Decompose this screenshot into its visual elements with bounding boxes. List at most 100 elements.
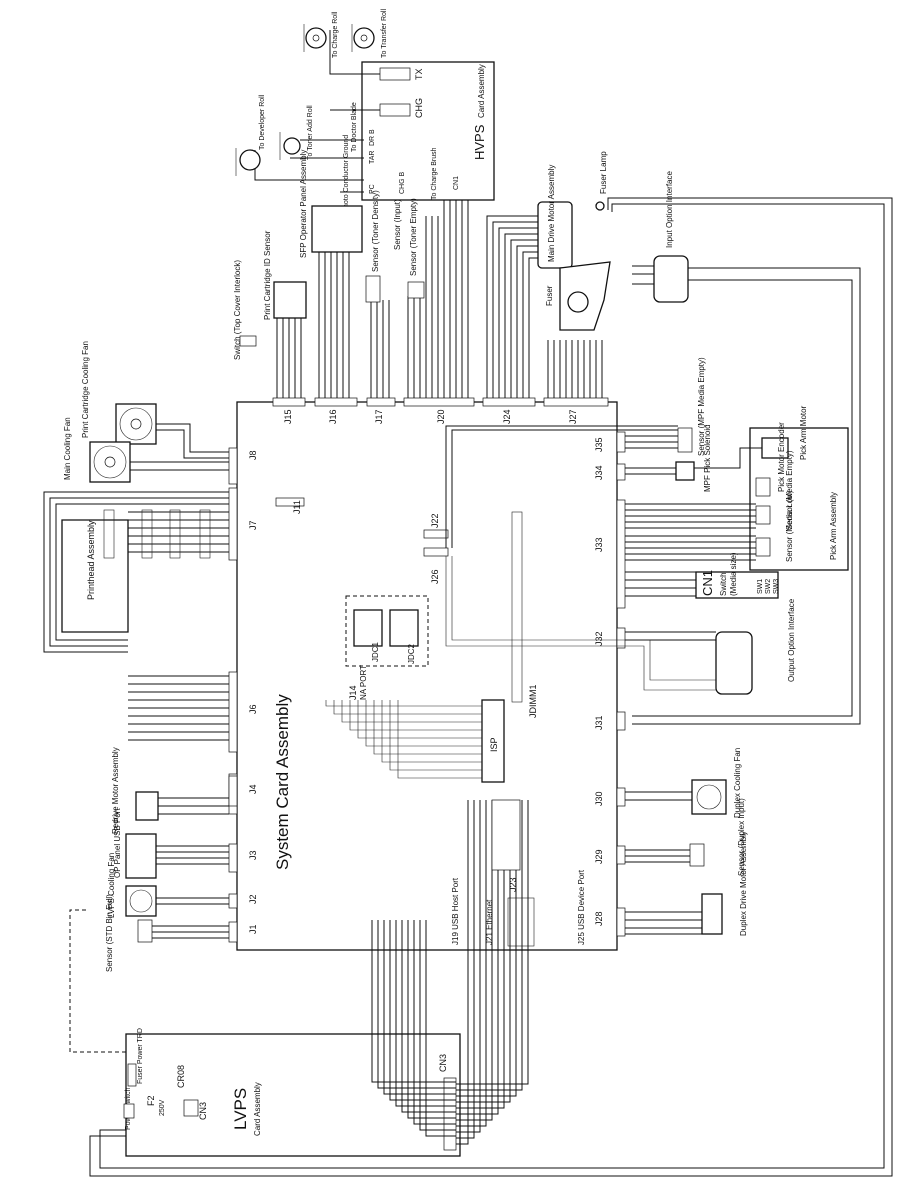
svg-text:J1: J1 — [248, 924, 258, 934]
input-option-interface — [653, 255, 689, 303]
print-cartridge-id-sensor — [273, 281, 307, 319]
svg-text:J30: J30 — [594, 791, 604, 806]
svg-text:J35: J35 — [594, 437, 604, 452]
fuser-lamp — [595, 201, 605, 211]
redrive-motor-label: Redrive Motor Assembly — [111, 747, 120, 834]
hvps-pc-label: PC — [369, 184, 376, 194]
j11-connector: J11 — [275, 497, 305, 514]
top-cover-switch — [239, 335, 257, 347]
op-panel-usb-port — [125, 833, 157, 879]
toner-add-roll-label: To Toner Add Roll — [307, 105, 314, 160]
hvps-dr-label: DR B — [369, 129, 376, 146]
lvps-cn3b-connector — [443, 1077, 457, 1151]
svg-text:J29: J29 — [594, 849, 604, 864]
pick-arm-assembly-label: Pick Arm Assembly — [829, 492, 838, 560]
sensor-mpf-label: Sensor (MPF Media Empty) — [697, 357, 706, 456]
svg-text:J34: J34 — [594, 465, 604, 480]
duplex-motor-label: Duplex Drive Motor Assembly — [739, 831, 748, 936]
pick-motor-encoder-label: Pick Motor Encoder — [777, 422, 786, 492]
ferrite-3 — [169, 509, 181, 559]
duplex-fan-label: Duplex Cooling Fan — [733, 748, 742, 818]
lvps-cr08-label: CR08 — [176, 1065, 186, 1088]
svg-text:J11: J11 — [292, 500, 302, 514]
usb-host-label: J19 USB Host Port — [451, 877, 460, 945]
media-size-sub: (Media size) — [729, 552, 738, 596]
svg-text:J27: J27 — [568, 409, 578, 424]
system-card-title: System Card Assembly — [273, 694, 292, 870]
j23-connector — [491, 799, 521, 871]
hvps-tx-label: TX — [414, 68, 424, 80]
sensor-media-empty-label: Sensor (Media Empty) — [785, 450, 794, 530]
lvps-title: LVPS — [231, 1088, 250, 1130]
duplex-drive-motor — [701, 893, 723, 935]
jdc2-label: JDC2 — [407, 643, 416, 664]
hvps-chgb-label: CHG B — [399, 172, 406, 195]
usb-device-label: J25 USB Device Port — [577, 869, 586, 945]
main-drive-label: Main Drive Motor Assembly — [547, 165, 556, 262]
media-size-switch — [695, 571, 779, 599]
lvps-f2-label: F2 — [146, 1095, 156, 1106]
sensor-media-low — [755, 537, 771, 557]
j24-connector: J24 — [482, 397, 536, 424]
developer-roll-label: To Developer Roll — [259, 94, 266, 150]
lvps-f2v-label: 250V — [159, 1099, 166, 1116]
j32-connector: J32 — [594, 627, 626, 649]
j23-label: J23 — [508, 877, 518, 892]
j31-connector: J31 — [594, 711, 626, 731]
sensor-duplex-input — [689, 843, 705, 867]
sensor-media-empty — [755, 505, 771, 525]
output-option-label: Output Option Interface — [787, 598, 796, 682]
j2-connector: J2 — [228, 893, 258, 909]
sensor-input-label: Sensor (Input) — [393, 199, 402, 250]
media-size-title: Switch — [719, 572, 728, 596]
main-drive-motor — [537, 201, 573, 269]
print-cartridge-id-label: Print Cartridge ID Sensor — [263, 230, 272, 320]
ethernet-label: J21 Ethernet — [485, 899, 494, 945]
jdimm1-label: JDIMM1 — [528, 685, 538, 719]
print-cartridge-fan-label: Print Cartridge Cooling Fan — [81, 341, 90, 438]
svg-text:J6: J6 — [248, 704, 258, 714]
j34-connector: J34 — [594, 463, 626, 481]
photo-conductor-label: To Photo Conductor Ground — [343, 135, 350, 222]
media-size-sw2: SW2 — [765, 579, 772, 594]
doctor-blade-label: To Doctor Blade — [351, 102, 358, 152]
media-size-sw3: SW3 — [773, 579, 780, 594]
ferrite-1 — [103, 509, 115, 559]
transfer-roll-label: To Transfer Roll — [381, 9, 388, 58]
duplex-cooling-fan — [691, 779, 727, 815]
sensor-media-low-label: Sensor (Media Low) — [785, 490, 794, 562]
hvps-tar-label: TAR — [369, 151, 376, 164]
sensor-toner-empty-label: Sensor (Toner Empty) — [409, 198, 418, 276]
power-switch — [123, 1103, 135, 1119]
svg-text:J7: J7 — [248, 520, 258, 530]
output-option-interface — [715, 631, 753, 695]
switch-top-cover-label: Switch (Top Cover Interlock) — [233, 260, 242, 360]
svg-text:J28: J28 — [594, 911, 604, 926]
hvps-title: HVPS — [472, 124, 487, 160]
svg-text:J3: J3 — [248, 850, 258, 860]
input-option-label: Input Option Interface — [665, 171, 674, 248]
jdc2-chip — [389, 609, 419, 647]
j16-connector: J16 — [314, 397, 358, 424]
svg-text:J32: J32 — [594, 631, 604, 646]
jdc1-label: JDC1 — [371, 641, 380, 662]
mpf-pick-solenoid-label: MPF Pick Solenoid — [703, 424, 712, 492]
lvps-fan-dashed-link — [69, 909, 126, 1053]
op-panel-usb-label: OP Panel USB Port — [113, 808, 122, 878]
fuser-lamp-label: Fuser Lamp — [599, 151, 608, 194]
ferrite-2 — [141, 509, 153, 559]
charge-brush-label: To Charge Brush — [431, 147, 438, 200]
pick-arm-motor-label: Pick Arm Motor — [799, 405, 808, 460]
svg-text:J20: J20 — [436, 409, 446, 424]
main-cooling-fan-label: Main Cooling Fan — [63, 417, 72, 480]
j27-connector: J27 — [543, 397, 609, 424]
svg-text:J4: J4 — [248, 784, 258, 794]
sensor-toner-density — [365, 275, 381, 303]
hvps-cn1-label: CN1 — [453, 176, 460, 190]
j4-connector: J4 — [228, 775, 258, 807]
sensor-std-bin — [137, 919, 153, 943]
media-size-sw1: SW1 — [757, 579, 764, 594]
pick-motor-encoder — [755, 477, 771, 497]
j30-connector: J30 — [594, 787, 626, 807]
